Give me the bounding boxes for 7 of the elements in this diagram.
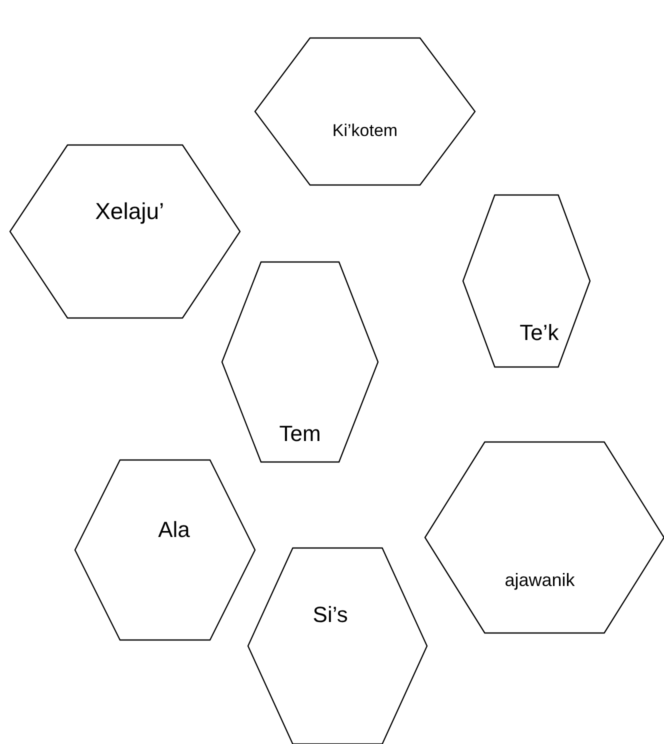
- hexagon-label: ajawanik: [504, 570, 575, 592]
- hexagon-label: Xelaju’: [95, 198, 164, 226]
- hexagon-label: Si’s: [312, 601, 348, 628]
- hexagon-label: Ki’kotem: [332, 120, 398, 141]
- hexagon-label: Ala: [158, 517, 190, 544]
- hexagon-label: Te’k: [520, 319, 559, 346]
- hexagon-label: Tem: [279, 420, 321, 448]
